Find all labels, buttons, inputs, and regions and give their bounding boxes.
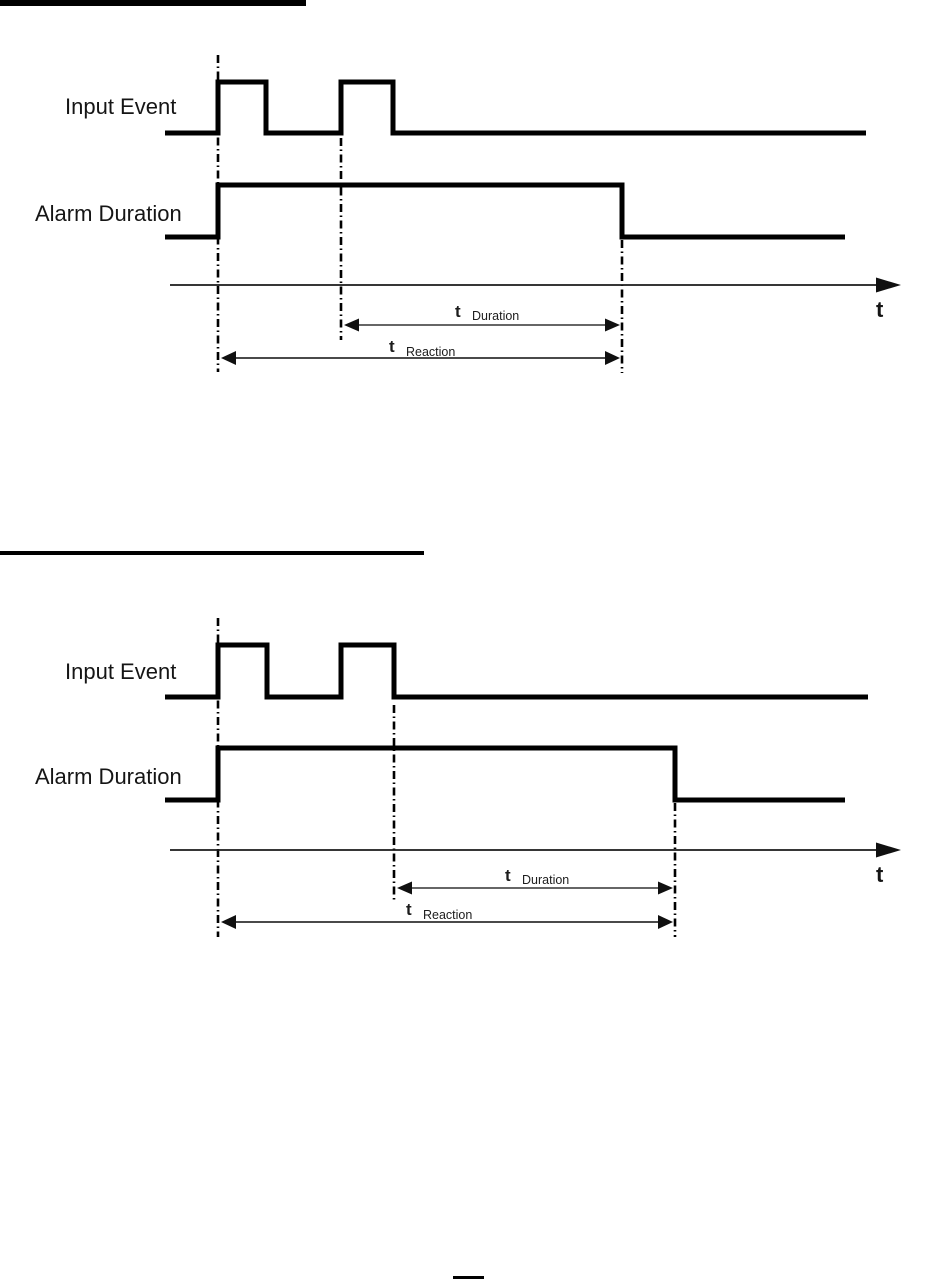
t-reaction-arrowhead-right-icon xyxy=(605,351,620,365)
t-duration-symbol: t xyxy=(455,302,461,321)
time-axis-arrowhead-icon xyxy=(876,277,901,293)
input-event-waveform xyxy=(165,79,866,136)
t-reaction-arrowhead-left-icon xyxy=(221,351,236,365)
section-heading-underline-middle xyxy=(0,551,424,555)
time-axis-label: t xyxy=(876,297,884,322)
t-duration-arrowhead-right-icon xyxy=(605,318,620,332)
t-duration-symbol: t xyxy=(505,866,511,885)
time-axis-arrowhead-icon xyxy=(876,842,901,858)
timing-diagram-2: Input Event Alarm Duration t t Duration … xyxy=(35,618,901,937)
alarm-duration-label: Alarm Duration xyxy=(35,764,182,789)
t-reaction-arrowhead-right-icon xyxy=(658,915,673,929)
t-duration-subscript: Duration xyxy=(472,309,519,323)
input-event-label: Input Event xyxy=(65,659,176,684)
t-duration-subscript: Duration xyxy=(522,873,569,887)
timing-diagram-1: Input Event Alarm Duration t t Duration … xyxy=(35,55,901,373)
alarm-duration-waveform xyxy=(165,182,845,240)
t-reaction-subscript: Reaction xyxy=(423,908,472,922)
t-reaction-symbol: t xyxy=(406,900,412,919)
input-event-label: Input Event xyxy=(65,94,176,119)
t-reaction-arrowhead-left-icon xyxy=(221,915,236,929)
alarm-duration-label: Alarm Duration xyxy=(35,201,182,226)
t-reaction-symbol: t xyxy=(389,337,395,356)
section-heading-underline-top xyxy=(0,0,306,6)
t-duration-arrowhead-left-icon xyxy=(397,881,412,895)
alarm-duration-waveform xyxy=(165,745,845,803)
input-event-waveform xyxy=(165,642,868,700)
t-reaction-subscript: Reaction xyxy=(406,345,455,359)
time-axis-label: t xyxy=(876,862,884,887)
t-duration-arrowhead-right-icon xyxy=(658,881,673,895)
page-number-underline xyxy=(453,1276,484,1279)
t-duration-arrowhead-left-icon xyxy=(344,318,359,332)
